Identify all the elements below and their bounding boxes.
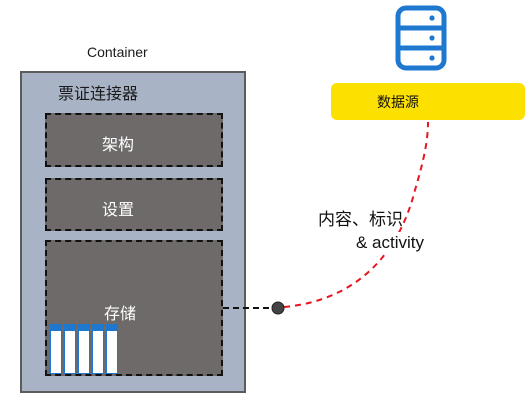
- storage-slot: [64, 324, 76, 374]
- settings-panel: [45, 178, 223, 231]
- datasource-label: 数据源: [377, 94, 419, 110]
- schema-panel: [45, 113, 223, 167]
- flow-label-activity: & activity: [356, 233, 425, 252]
- storage-slot: [92, 324, 104, 374]
- storage-slot: [50, 324, 62, 374]
- schema-label: 架构: [102, 137, 135, 154]
- data-flow-curve: [283, 121, 429, 308]
- storage-slot: [106, 324, 118, 374]
- container-title: Container: [87, 44, 148, 60]
- storage-shelf-icon: [50, 324, 118, 374]
- datasource-box: [331, 83, 525, 120]
- junction-dot: [271, 301, 285, 315]
- flow-label-content: 内容、标识: [318, 210, 403, 229]
- storage-slot: [78, 324, 90, 374]
- settings-label: 设置: [102, 202, 135, 219]
- storage-label: 存储: [104, 306, 137, 323]
- database-icon: [395, 5, 447, 71]
- container-name: 票证连接器: [58, 86, 139, 103]
